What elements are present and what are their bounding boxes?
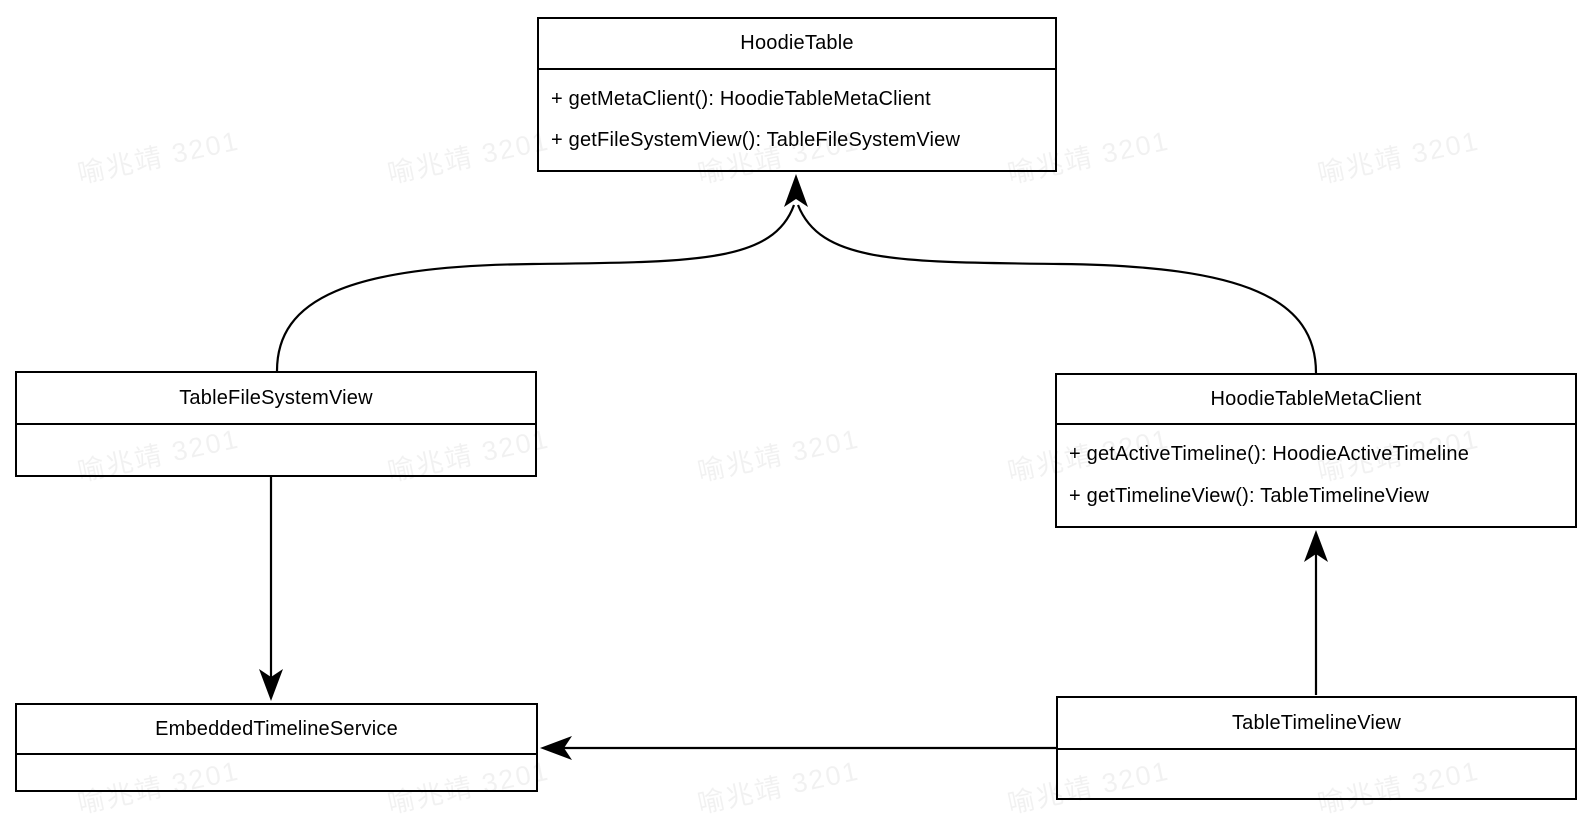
class-hoodietablemetaclient: HoodieTableMetaClient + getActiveTimelin… xyxy=(1055,373,1577,528)
class-hoodietablemetaclient-methods: + getActiveTimeline(): HoodieActiveTimel… xyxy=(1057,425,1575,526)
class-tablefilesystemview-title: TableFileSystemView xyxy=(17,373,535,425)
class-embeddedtimelineservice: EmbeddedTimelineService xyxy=(15,703,538,792)
arrowhead-into-hoodietable xyxy=(784,174,808,207)
class-hoodietablemetaclient-title: HoodieTableMetaClient xyxy=(1057,375,1575,425)
class-tabletimelineview: TableTimelineView xyxy=(1056,696,1577,800)
class-embeddedtimelineservice-title: EmbeddedTimelineService xyxy=(17,705,536,755)
edge-tablefilesystemview-to-hoodietable xyxy=(275,204,796,372)
class-embeddedtimelineservice-methods xyxy=(17,755,536,790)
watermark-text: 喻兆靖 3201 xyxy=(74,125,243,190)
class-tabletimelineview-title: TableTimelineView xyxy=(1058,698,1575,750)
watermark-text: 喻兆靖 3201 xyxy=(1314,125,1483,190)
arrowhead-into-hoodietablemetaclient-bottom xyxy=(1304,530,1328,562)
class-hoodietable-title: HoodieTable xyxy=(539,19,1055,70)
arrowhead-into-embeddedtimelineservice-top xyxy=(259,669,283,701)
method-getactivetimeline: + getActiveTimeline(): HoodieActiveTimel… xyxy=(1069,443,1470,466)
class-tabletimelineview-methods xyxy=(1058,750,1575,798)
arrowhead-into-embeddedtimelineservice-right xyxy=(540,736,572,760)
watermark-text: 喻兆靖 3201 xyxy=(694,755,863,818)
class-tablefilesystemview: TableFileSystemView xyxy=(15,371,537,477)
watermark-text: 喻兆靖 3201 xyxy=(384,125,553,190)
method-gettimelineview: + getTimelineView(): TableTimelineView xyxy=(1069,484,1430,507)
method-getfilesystemview: + getFileSystemView(): TableFileSystemVi… xyxy=(551,129,961,151)
method-getmetaclient: + getMetaClient(): HoodieTableMetaClient xyxy=(551,88,931,110)
class-hoodietable-methods: + getMetaClient(): HoodieTableMetaClient… xyxy=(539,70,1055,170)
class-hoodietable: HoodieTable + getMetaClient(): HoodieTab… xyxy=(537,17,1057,172)
edge-hoodietablemetaclient-to-hoodietable xyxy=(796,204,1318,374)
watermark-text: 喻兆靖 3201 xyxy=(694,423,863,488)
class-tablefilesystemview-methods xyxy=(17,425,535,475)
